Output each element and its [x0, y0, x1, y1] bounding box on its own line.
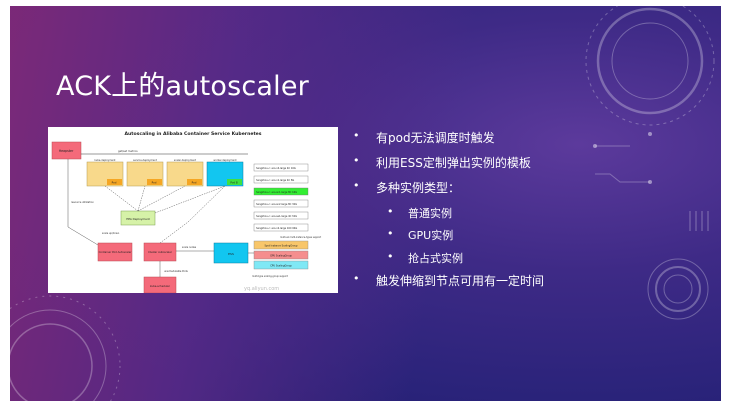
scheduler-label: kube-scheduler [150, 284, 171, 288]
group-label-1: Spot Instance ScalingGroup [264, 245, 298, 248]
node-2 [253, 175, 309, 184]
group-label-2: GPU ScalingGroup [270, 255, 292, 258]
vpa-label: Container Pod Autoscaler [99, 250, 133, 254]
multi-zone-label: multi-az multi-instance-types support [280, 236, 321, 239]
pod-tag-2 [147, 179, 162, 185]
pod-metrics-label: get/set metrics [118, 149, 138, 153]
node-6 [253, 223, 309, 232]
pod-tag-label-1: Pod [112, 181, 117, 185]
slide: ACK上的autoscaler Autoscaling in Alibaba C… [10, 6, 721, 401]
pod-label-3: scaler-deployment [174, 159, 196, 162]
group-label-3: CPU ScalingGroup [270, 265, 292, 268]
pod-label-4: worker-deployment [213, 159, 236, 162]
vpa-box [97, 242, 133, 262]
node-3 [253, 187, 309, 196]
hpa-label: HPA Deployment [126, 217, 150, 221]
multi-type-label: multi-type scaling-group support [252, 275, 288, 278]
diagram-title: Autoscaling in Alibaba Container Service… [124, 131, 261, 137]
node-label-2: hangzhou-c: ecs.n1.large 4C 8G [256, 179, 294, 182]
resource-util-label: resource utilization [71, 201, 94, 204]
node-label-1: hangzhou-c: ecs.n4.large 4C 16G [256, 167, 296, 170]
pod-tag-3 [187, 179, 202, 185]
node-1 [253, 163, 309, 172]
pod-tag-label-2: Pod [152, 181, 157, 185]
slide-title: ACK上的autoscaler [56, 71, 309, 102]
pod-label-1: kube-deployment [95, 159, 116, 162]
heapster-box [51, 141, 82, 160]
node-4 [253, 199, 309, 208]
scale-up-label: scale up/down [102, 232, 120, 235]
pod-tag-4 [227, 179, 242, 185]
ca-label: Cluster Autoscaler [148, 250, 173, 254]
pod-tag-1 [107, 179, 122, 185]
unschedulable-label: unschedulable Pods [164, 270, 188, 273]
architecture-diagram: Autoscaling in Alibaba Container Service… [48, 127, 338, 294]
node-label-3: hangzhou-c: ecs.sn1.large 8C 16G [256, 191, 297, 194]
pod-tag-label-4: Pod B [230, 181, 238, 185]
pod-tag-label-3: Pod [192, 181, 197, 185]
decorative-circles [10, 6, 715, 401]
ess-label: ESS [228, 252, 234, 256]
pod-label-2: service-deployment [133, 159, 157, 162]
scale-nodes-label: scale nodes [182, 246, 197, 249]
group-1 [253, 240, 309, 250]
node-label-4: hangzhou-c: ecs.sn2.large 8C 32G [256, 203, 297, 206]
node-label-6: hangzhou-c: ecs.n2.large 16C 64G [256, 227, 297, 230]
group-3 [253, 260, 309, 270]
watermark: yq.aliyun.com [244, 286, 279, 292]
heapster-label: Heapster [59, 149, 74, 153]
group-2 [253, 250, 309, 260]
node-label-5: hangzhou-c: ecs.se1.large 4C 32G [256, 215, 297, 218]
node-5 [253, 211, 309, 220]
